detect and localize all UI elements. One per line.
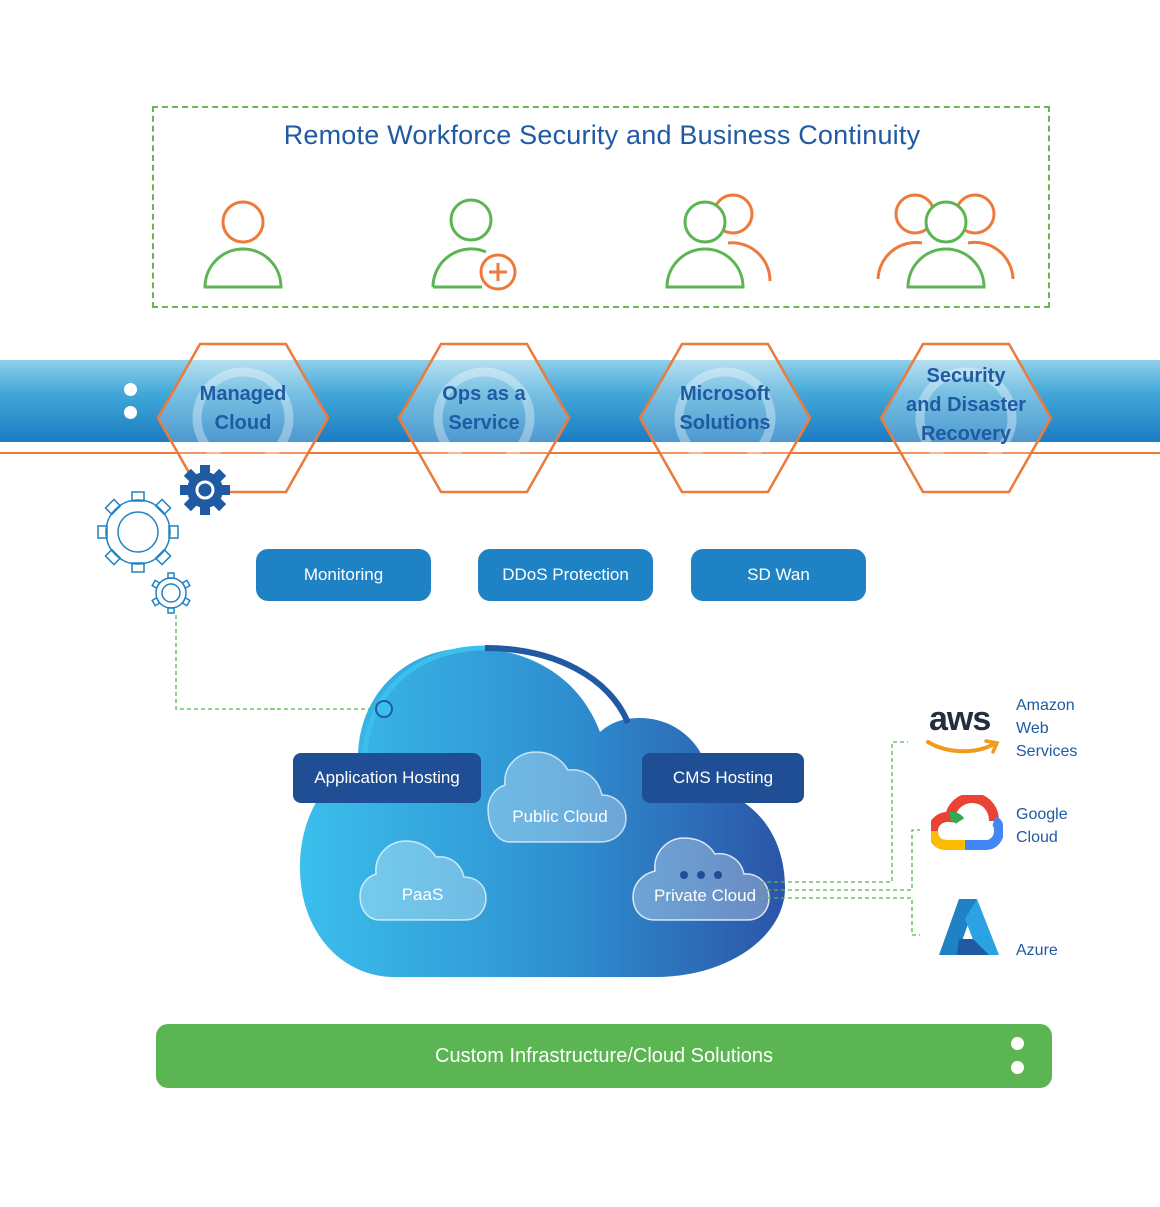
service-managed-cloud[interactable]: Managed Cloud	[158, 380, 328, 438]
provider-label-line: Google	[1016, 806, 1068, 823]
service-label-line: Recovery	[920, 423, 1012, 445]
page-title: Remote Workforce Security and Business C…	[283, 120, 921, 150]
service-label-line: Security	[926, 365, 1006, 387]
private-cloud-label[interactable]: Private Cloud	[653, 886, 757, 905]
gear-icon	[180, 465, 230, 515]
band-dot	[124, 383, 137, 396]
provider-label-line: Azure	[1016, 942, 1058, 959]
service-label-line: Solutions	[679, 412, 771, 434]
cms-hosting-label[interactable]: CMS Hosting	[642, 753, 804, 803]
provider-label-line: Amazon	[1016, 697, 1075, 714]
custom-infrastructure-bar[interactable]: Custom Infrastructure/Cloud Solutions	[156, 1024, 1052, 1088]
service-microsoft-solutions[interactable]: Microsoft Solutions	[640, 380, 810, 438]
provider-label-line: Web	[1016, 720, 1049, 737]
service-label-line: Service	[448, 412, 520, 434]
service-label-line: Microsoft	[680, 383, 770, 405]
provider-connectors	[760, 741, 920, 936]
service-hexagons	[156, 342, 1053, 494]
public-cloud-label[interactable]: Public Cloud	[512, 807, 608, 826]
feature-sd-wan[interactable]: SD Wan	[691, 549, 866, 601]
provider-azure[interactable]: Azure	[1016, 939, 1058, 962]
hexagon-managed-cloud	[156, 342, 330, 494]
gear-icon	[151, 572, 191, 614]
paas-label[interactable]: PaaS	[401, 885, 444, 904]
hexagon-ops-as-a-service	[397, 342, 571, 494]
aws-logo: aws	[929, 700, 991, 738]
service-label-line: Managed	[199, 383, 287, 405]
gear-icon	[97, 491, 179, 573]
service-security-dr[interactable]: Security and Disaster Recovery	[881, 362, 1051, 449]
bar-dot	[1011, 1037, 1024, 1050]
provider-label-line: Cloud	[1016, 829, 1058, 846]
hexagon-microsoft-solutions	[638, 342, 812, 494]
service-label-line: Ops as a	[442, 383, 526, 405]
hexagon-security-dr	[879, 342, 1053, 494]
user-icon	[203, 200, 283, 289]
band-divider	[0, 452, 1160, 454]
feature-ddos-protection[interactable]: DDoS Protection	[478, 549, 653, 601]
feature-monitoring[interactable]: Monitoring	[256, 549, 431, 601]
people-icons	[203, 193, 1015, 291]
service-label-line: Cloud	[214, 412, 272, 434]
aws-smile-icon	[926, 739, 1000, 754]
google-cloud-icon	[931, 795, 1003, 850]
provider-aws[interactable]: Amazon Web Services	[1016, 694, 1077, 763]
service-ops-as-a-service[interactable]: Ops as a Service	[399, 380, 569, 438]
user-add-icon	[431, 198, 517, 291]
bar-dot	[1011, 1061, 1024, 1074]
gear-cluster	[97, 465, 280, 710]
band-dot	[124, 406, 137, 419]
workforce-frame	[152, 106, 1050, 308]
cloud-graphic	[270, 645, 785, 977]
provider-google-cloud[interactable]: Google Cloud	[1016, 803, 1068, 849]
application-hosting-label[interactable]: Application Hosting	[293, 753, 481, 803]
service-label-line: and Disaster	[905, 394, 1027, 416]
provider-label-line: Services	[1016, 743, 1078, 760]
user-pair-icon	[665, 193, 772, 289]
azure-icon	[939, 899, 999, 955]
user-group-icon	[876, 193, 1015, 289]
